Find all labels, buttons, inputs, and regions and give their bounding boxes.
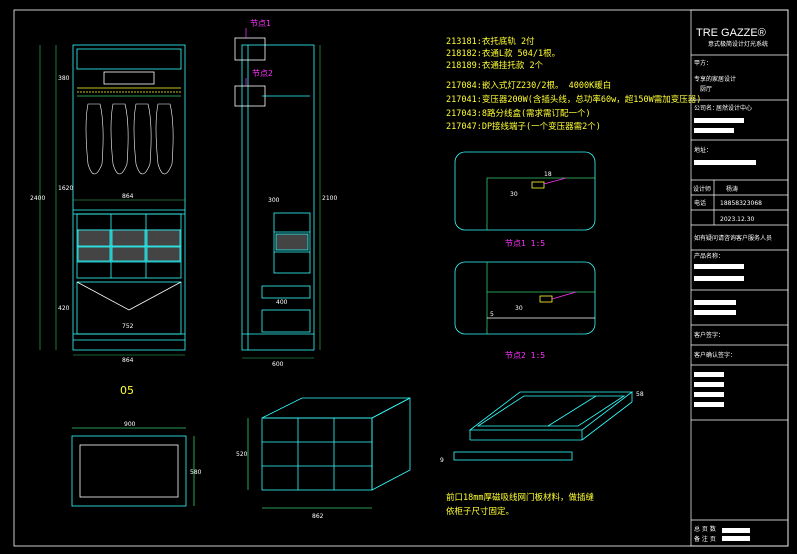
phone-label: 电话 [694,199,706,207]
phone-number: 18858323068 [720,200,762,207]
note-4: 217084:嵌入式灯Z230/2根。 4000K暖白 [446,80,611,91]
front-dim-top: 380 [58,75,70,82]
tray-dim-h: 9 [440,457,444,464]
side-dim-d: 400 [276,299,288,306]
company-label: 公司名： [694,104,718,112]
detail1-dim-a: 30 [510,191,518,198]
title-note: 如有疑问请咨询客户服务人员 [694,234,772,242]
brand-logo: TRE GAZZE® [696,27,766,39]
side-dim-b: 2100 [322,195,337,202]
side-dim-a: 300 [268,197,280,204]
front-dim-w3: 864 [122,357,134,364]
front-dim-low: 420 [58,305,70,312]
drawing-date: 2023.12.30 [720,216,755,223]
note-1: 213181:衣托底轨 2付 [446,36,535,47]
front-dim-mid: 1620 [58,185,73,192]
side-dimension-lines [242,45,321,359]
drawer-isometric [247,397,411,509]
drawer-dim-h: 520 [236,451,248,458]
customer-sign-label: 客户签字： [694,331,724,339]
remark-page-label: 备 注 页 [694,535,716,543]
note-2: 218182:衣通L款 504/1根。 [446,48,560,59]
bottom-note-1: 前口18mm厚磁吸线网门板材料，做插缝 [446,492,594,503]
product-label: 产品名称： [694,252,724,260]
address-label: 地址： [694,146,712,154]
detail2-dim-a: 30 [515,305,523,312]
company-name: 居然设计中心 [716,104,752,112]
page-count-label: 总 页 数 [694,525,716,533]
note-5: 217041:变压器200W(含插头线，总功率60w，超150W需加变压器) [446,94,701,105]
customer-confirm-label: 客户确认签字： [694,351,736,359]
tray-dim-d: 58 [636,391,644,398]
note-7: 217047:DP接线端子(一个变压器需2个) [446,121,601,132]
tray-isometric [453,391,634,461]
front-dim-total: 2400 [30,195,45,202]
plan-view [71,427,195,507]
title-block [690,9,789,547]
room-name: 厨厅 [700,86,712,93]
note-6: 217043:8路分线盒(需求需订配一个) [446,108,591,119]
designer-name: 杨涛 [726,185,738,193]
node2-label: 节点2 [252,69,273,78]
bottom-note-2: 依柜子尺寸固定。 [446,506,514,517]
side-elevation [234,37,315,351]
detail1-title: 节点1 1:5 [505,239,545,248]
title-block-blanks [694,118,756,541]
front-dimension-lines [39,45,185,356]
designer-label: 设计师 [693,185,711,193]
front-elevation [72,44,186,351]
detail-node1 [454,151,596,231]
brand-logo-sub: 意式极简设计灯光系统 [708,40,768,48]
detail2-title: 节点2 1:5 [505,351,545,360]
detail2-dim-c: 5 [490,311,494,318]
plan-dim-d: 580 [190,469,202,476]
client-label: 甲方： [694,59,712,67]
front-dim-w1: 864 [122,193,134,200]
plan-dim-w: 900 [124,421,136,428]
view-label-05: 05 [120,384,134,397]
detail-node2 [454,261,596,335]
detail1-dim-b: 18 [544,171,552,178]
note-3: 218189:衣通挂托款 2个 [446,60,544,71]
drawer-dim-w: 862 [312,513,324,520]
node1-label: 节点1 [250,19,271,28]
hanging-clothes [85,103,174,175]
side-dim-c: 600 [272,361,284,368]
project-name: 专享的家居设计 [694,75,736,83]
front-dim-w2: 752 [122,323,134,330]
